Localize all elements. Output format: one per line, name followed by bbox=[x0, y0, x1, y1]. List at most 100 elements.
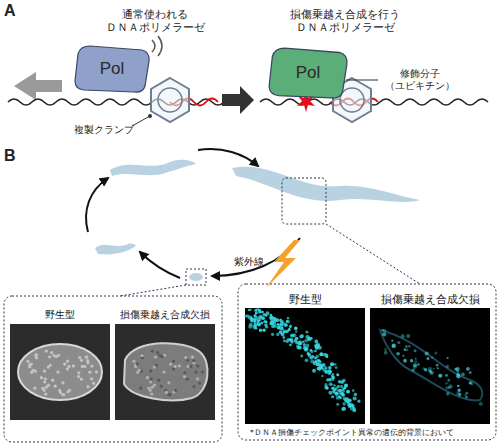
texture-dot bbox=[43, 380, 46, 383]
texture-dot bbox=[201, 370, 204, 373]
texture-dot bbox=[67, 365, 70, 368]
texture-dot bbox=[434, 351, 437, 354]
annotation: 損傷乗越え合成を行う ＤＮＡポリメラーゼ bbox=[282, 8, 408, 34]
texture-dot bbox=[264, 323, 268, 327]
texture-dot bbox=[329, 382, 333, 386]
texture-dot bbox=[294, 327, 297, 330]
texture-dot bbox=[428, 370, 430, 372]
texture-dot bbox=[425, 351, 429, 355]
texture-dot bbox=[259, 319, 261, 321]
texture-dot bbox=[72, 364, 75, 367]
texture-dot bbox=[250, 317, 254, 321]
texture-dot bbox=[357, 400, 360, 403]
texture-dot bbox=[312, 369, 316, 373]
texture-dot bbox=[136, 371, 139, 374]
texture-dot bbox=[300, 334, 304, 338]
texture-dot bbox=[353, 396, 357, 400]
texture-dot bbox=[289, 344, 291, 346]
texture-dot bbox=[329, 370, 333, 374]
texture-dot bbox=[277, 326, 280, 329]
texture-dot bbox=[391, 340, 393, 342]
texture-dot bbox=[331, 376, 335, 380]
annotation: 紫外線 bbox=[234, 256, 264, 268]
texture-dot bbox=[265, 314, 268, 317]
embryo-image bbox=[124, 343, 208, 400]
texture-dot bbox=[306, 344, 310, 348]
texture-dot bbox=[346, 390, 350, 394]
panel-heading: 野生型 bbox=[10, 308, 110, 322]
texture-dot bbox=[44, 377, 47, 380]
texture-dot bbox=[63, 363, 66, 366]
texture-dot bbox=[61, 381, 64, 384]
illustration-part bbox=[26, 308, 482, 412]
texture-dot bbox=[335, 366, 338, 369]
micrograph-panel: 損傷乗越え合成欠損 bbox=[370, 292, 490, 424]
texture-dot bbox=[319, 352, 323, 356]
texture-dot bbox=[66, 360, 69, 363]
texture-dot bbox=[186, 359, 189, 362]
texture-dot bbox=[30, 363, 33, 366]
texture-dot bbox=[172, 360, 175, 363]
texture-dot bbox=[78, 356, 81, 359]
gonad-outline bbox=[380, 330, 482, 400]
texture-dot bbox=[331, 395, 334, 398]
texture-dot bbox=[448, 386, 451, 389]
texture-dot bbox=[83, 365, 86, 368]
texture-dot bbox=[40, 376, 43, 379]
texture-dot bbox=[336, 403, 339, 406]
texture-dot bbox=[330, 362, 334, 366]
texture-dot bbox=[314, 356, 317, 359]
texture-dot bbox=[342, 407, 346, 411]
texture-dot bbox=[290, 334, 294, 338]
illustration-part bbox=[340, 88, 364, 112]
texture-dot bbox=[404, 348, 407, 351]
texture-dot bbox=[149, 380, 152, 383]
texture-dot bbox=[246, 314, 250, 318]
texture-dot bbox=[186, 378, 189, 381]
motion-mark bbox=[158, 36, 162, 56]
texture-dot bbox=[382, 332, 386, 336]
texture-dot bbox=[48, 355, 51, 358]
texture-dot bbox=[153, 365, 156, 368]
texture-dot bbox=[80, 378, 83, 381]
panel-heading: 損傷乗越え合成欠損 bbox=[115, 308, 215, 322]
texture-dot bbox=[265, 321, 268, 324]
texture-dot bbox=[191, 355, 194, 358]
texture-dot bbox=[286, 320, 289, 323]
embryo bbox=[189, 273, 203, 281]
texture-dot bbox=[139, 387, 142, 390]
texture-dot bbox=[310, 350, 313, 353]
texture-dot bbox=[161, 355, 164, 358]
texture-dot bbox=[68, 389, 71, 392]
texture-dot bbox=[335, 392, 339, 396]
texture-dot bbox=[449, 385, 453, 389]
texture-dot bbox=[340, 393, 343, 396]
texture-dot bbox=[263, 329, 266, 332]
texture-dot bbox=[431, 357, 433, 359]
texture-dot bbox=[457, 385, 459, 387]
texture-dot bbox=[479, 402, 483, 406]
texture-dot bbox=[354, 393, 358, 397]
texture-dot bbox=[332, 373, 335, 376]
texture-dot bbox=[465, 396, 468, 399]
panel-letter: B bbox=[4, 146, 16, 165]
texture-dot bbox=[328, 366, 331, 369]
texture-dot bbox=[341, 392, 344, 395]
texture-dot bbox=[178, 364, 181, 367]
texture-dot bbox=[44, 392, 47, 395]
texture-dot bbox=[191, 355, 194, 358]
texture-dot bbox=[59, 391, 62, 394]
texture-dot bbox=[41, 387, 44, 390]
texture-dot bbox=[299, 335, 303, 339]
texture-dot bbox=[156, 351, 159, 354]
polymerase-body bbox=[269, 48, 347, 98]
texture-dot bbox=[445, 382, 448, 385]
texture-dot bbox=[408, 345, 411, 348]
texture-dot bbox=[299, 346, 303, 350]
texture-dot bbox=[447, 357, 449, 359]
texture-dot bbox=[347, 403, 351, 407]
texture-dot bbox=[283, 340, 286, 343]
texture-dot bbox=[456, 367, 460, 371]
